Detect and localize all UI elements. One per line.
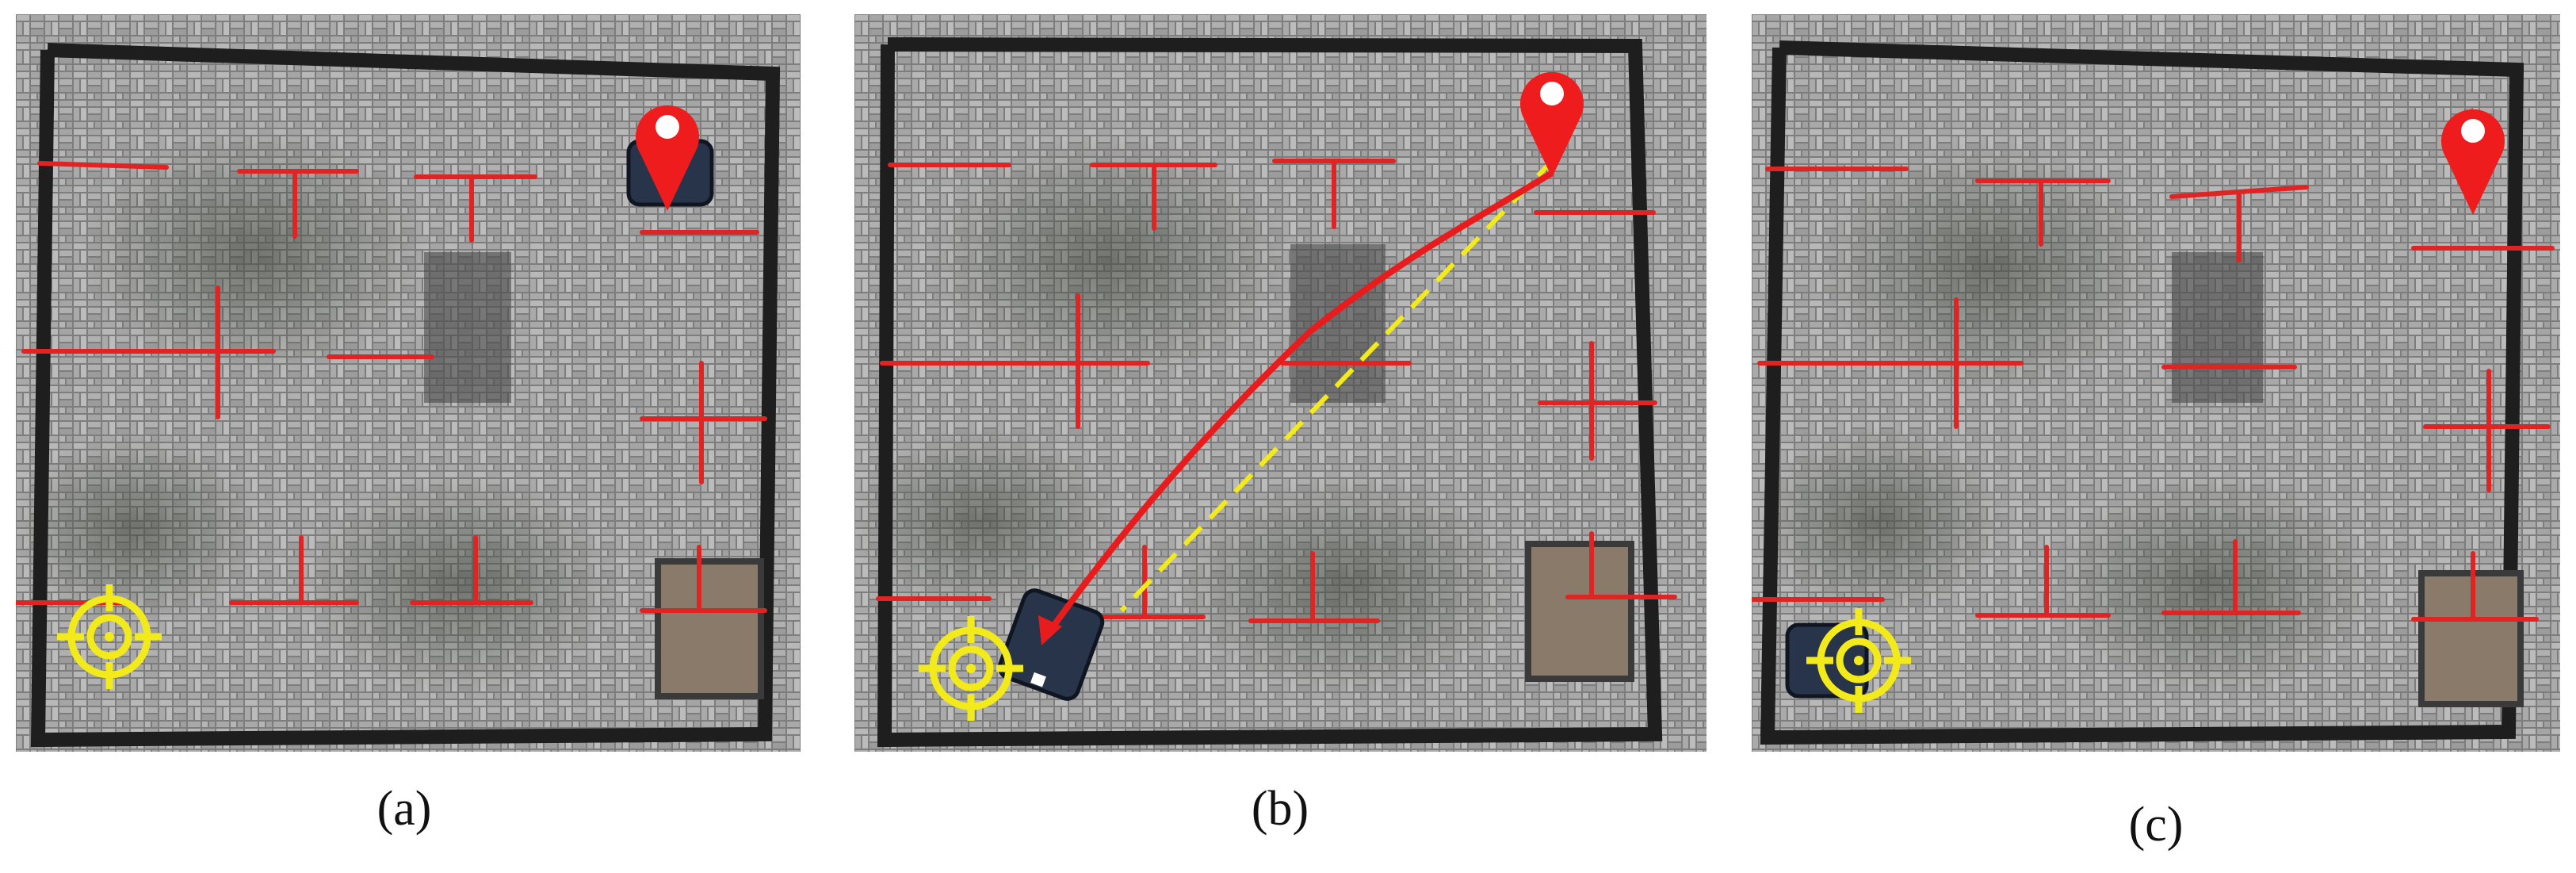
crosshair-target-icon [1806, 608, 1911, 713]
map-pin-icon [2441, 109, 2505, 215]
map-pin-icon [1520, 71, 1584, 178]
executed-path-arrowhead [1038, 615, 1062, 645]
arena-photo-b [854, 14, 1707, 752]
caption-a: (a) [376, 782, 432, 836]
crosshair-target-icon [57, 584, 162, 689]
arena-fence [1760, 40, 2524, 745]
arena-photo-a [16, 14, 801, 752]
crosshair-target-icon [919, 616, 1023, 721]
panel-c [1752, 14, 2560, 752]
panel-b [854, 14, 1707, 752]
manhole [1525, 541, 1634, 682]
wall-segments [876, 159, 1677, 623]
robot [997, 588, 1105, 701]
map-pin-icon [636, 105, 699, 211]
planned-path [1119, 156, 1557, 613]
caption-b: (b) [1251, 782, 1309, 836]
wall-segments [1752, 167, 2555, 622]
caption-c: (c) [2128, 798, 2184, 852]
arena-fence [877, 37, 1663, 748]
wall-segments [16, 161, 767, 613]
executed-path [1045, 170, 1554, 635]
arena-fence [30, 43, 781, 748]
manhole [655, 558, 764, 699]
arena-photo-c [1752, 14, 2560, 752]
panel-a [16, 14, 801, 752]
